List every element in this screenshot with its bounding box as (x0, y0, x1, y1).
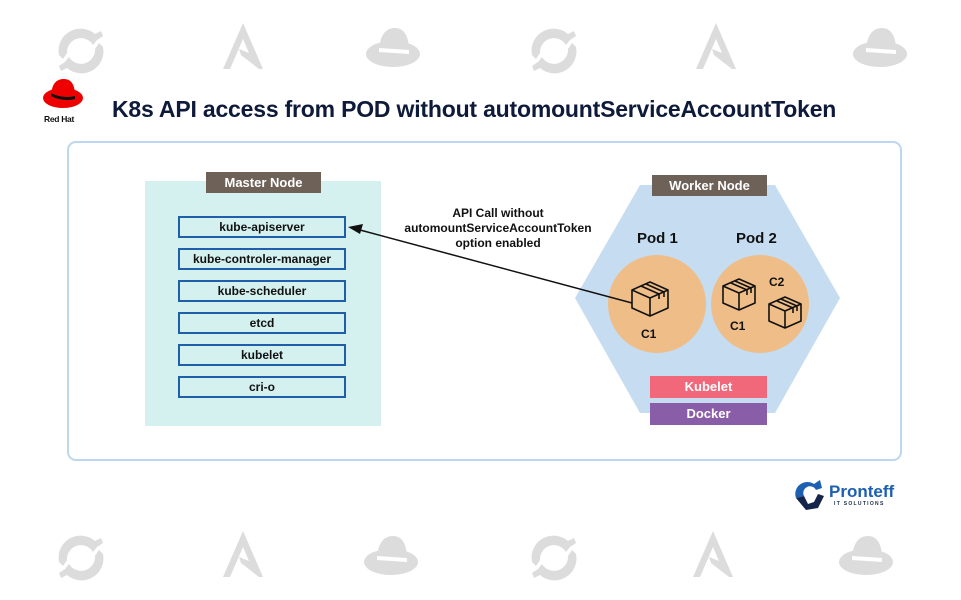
redhat-hat-icon (366, 28, 420, 67)
annotation-line: automountServiceAccountToken (404, 221, 592, 235)
api-call-arrowhead (348, 224, 363, 234)
pod-1-container-c1-label: C1 (641, 327, 657, 341)
redhat-hat-icon (364, 536, 418, 575)
openshift-icon (531, 28, 577, 74)
redhat-logo-text: Red Hat (44, 114, 75, 124)
openshift-icon (58, 28, 104, 74)
redhat-hat-icon (853, 28, 907, 67)
component-kubelet: kubelet (178, 344, 346, 366)
kubelet-bar: Kubelet (650, 376, 767, 398)
watermark-row-top (58, 23, 907, 74)
ansible-icon (223, 23, 263, 69)
redhat-logo-icon (43, 79, 83, 108)
annotation-line: API Call without (452, 206, 544, 220)
pod-1-label: Pod 1 (637, 230, 678, 247)
component-etcd: etcd (178, 312, 346, 334)
openshift-icon (531, 535, 577, 581)
master-node-panel (145, 181, 381, 426)
pod-2-container-c2-label: C2 (769, 275, 785, 289)
pronteff-brand-name: Pronteff (829, 482, 895, 501)
pronteff-logo-icon (795, 480, 824, 510)
container-box-icon (631, 281, 669, 317)
master-node-label: Master Node (206, 172, 321, 193)
api-call-annotation: API Call without automountServiceAccount… (398, 206, 598, 251)
api-call-arrow-line (359, 229, 633, 304)
component-cri-o: cri-o (178, 376, 346, 398)
ansible-icon (696, 23, 736, 69)
watermark-row-bottom (58, 531, 893, 581)
container-box-icon (722, 278, 756, 311)
ansible-icon (223, 531, 263, 577)
pronteff-brand-tagline: IT SOLUTIONS (834, 501, 885, 507)
component-kube-scheduler: kube-scheduler (178, 280, 346, 302)
redhat-hat-icon (839, 536, 893, 575)
pod-1-circle (608, 255, 706, 353)
pod-2-container-c1-label: C1 (730, 319, 746, 333)
ansible-icon (693, 531, 733, 577)
worker-node-label: Worker Node (652, 175, 767, 196)
docker-bar: Docker (650, 403, 767, 425)
worker-node-hexagon (575, 185, 840, 413)
component-kube-controller-manager: kube-controler-manager (178, 248, 346, 270)
annotation-line: option enabled (455, 236, 541, 250)
openshift-icon (58, 535, 104, 581)
container-box-icon (768, 296, 802, 329)
component-kube-apiserver: kube-apiserver (178, 216, 346, 238)
page-title: K8s API access from POD without automoun… (112, 96, 837, 122)
pod-2-label: Pod 2 (736, 230, 777, 247)
